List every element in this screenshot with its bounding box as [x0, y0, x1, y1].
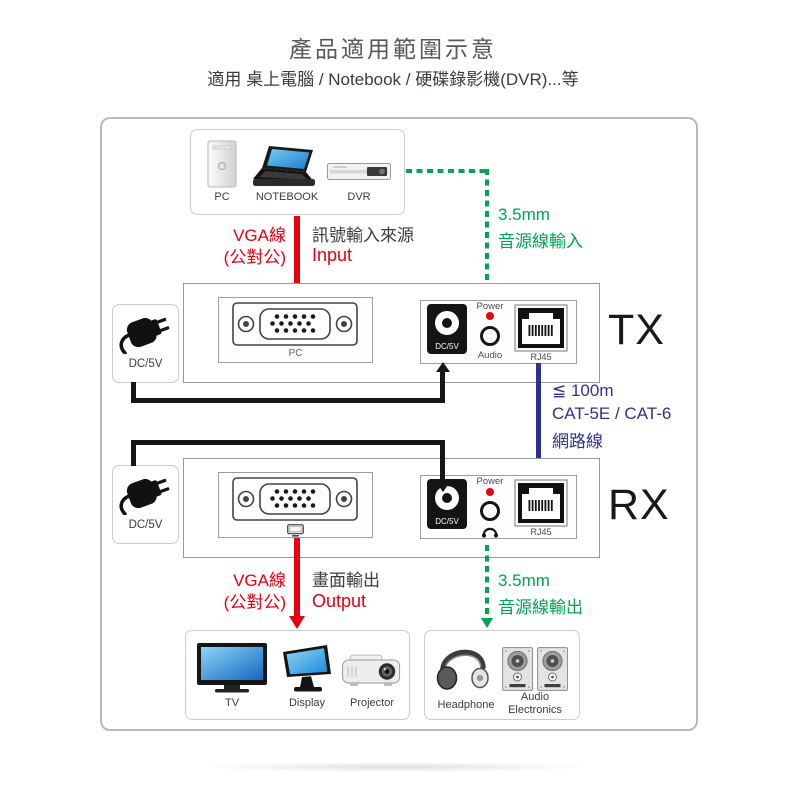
display-icon [283, 645, 331, 692]
diagram-frame [100, 117, 698, 731]
tv-label: TV [224, 697, 240, 709]
vga-connector-icon [232, 302, 358, 346]
tx-vga-port-label: PC [288, 348, 303, 359]
vga-output-arrow [289, 616, 305, 629]
notebook-icon [253, 146, 315, 186]
pc-label: PC [214, 191, 230, 203]
tx-power-cable-v1 [131, 382, 136, 403]
network-cat-label: CAT-5E / CAT-6 [552, 404, 672, 423]
tx-rj45-label: RJ45 [530, 352, 552, 362]
audio-electronics-label-2: Electronics [508, 704, 562, 716]
page-subtitle: 適用 桌上電腦 / Notebook / 硬碟錄影機(DVR)...等 [207, 70, 579, 89]
rx-adapter-label: DC/5V [128, 519, 163, 531]
tx-dc-jack-label: DC/5V [435, 342, 459, 351]
rx-label: RX [608, 481, 670, 529]
rx-dc-jack-label: DC/5V [435, 517, 459, 526]
rx-power-led [486, 488, 494, 496]
tx-power-adapter-box [112, 304, 179, 383]
tx-power-label: Power [476, 301, 504, 312]
tx-audio-jack [480, 326, 500, 346]
output-desc: 畫面輸出 [312, 571, 380, 590]
vga-cable-label-1: VGA線 [233, 226, 286, 245]
network-cable-line [536, 363, 541, 471]
vga-out-cable-label-1: VGA線 [233, 571, 286, 590]
input-desc: 訊號輸入來源 [312, 226, 414, 245]
audio-out-cable-vertical [485, 545, 489, 619]
dc-jack-hole [435, 311, 459, 335]
rx-power-cable-v2 [440, 440, 445, 484]
vga-out-cable-label-2: (公對公) [223, 593, 286, 612]
tx-power-cable-v2 [440, 372, 445, 403]
audio-out-label: 音源線輸出 [498, 598, 583, 617]
input-label: Input [312, 245, 353, 265]
rx-rj45-icon [514, 479, 568, 527]
rx-power-arrow [436, 482, 450, 492]
rx-rj45-label: RJ45 [530, 527, 552, 537]
network-cable-label: 網路線 [552, 432, 603, 451]
display-label: Display [288, 697, 326, 709]
headphone-label: Headphone [437, 699, 495, 711]
vga-connector-icon [232, 477, 358, 521]
rx-audio-jack [480, 501, 500, 521]
tv-icon [197, 643, 267, 693]
audio-out-size-label: 3.5mm [498, 571, 550, 590]
tx-adapter-label: DC/5V [128, 358, 163, 370]
monitor-mini-icon [287, 524, 304, 537]
tx-power-led [486, 312, 494, 320]
speakers-icon [502, 647, 568, 691]
notebook-label: NOTEBOOK [255, 191, 319, 203]
pc-icon [207, 140, 237, 188]
projector-label: Projector [349, 697, 395, 709]
rx-power-label: Power [476, 476, 504, 487]
page-title: 產品適用範圍示意 [289, 36, 497, 62]
headphone-icon [436, 649, 489, 690]
audio-in-label: 音源線輸入 [498, 232, 583, 251]
floor-shadow [123, 760, 667, 774]
audio-electronics-label-1: Audio [520, 691, 550, 703]
tx-dc-jack: DC/5V [427, 304, 467, 354]
dvr-icon [327, 163, 391, 180]
vga-input-line [294, 216, 300, 292]
tx-rj45-icon [514, 304, 568, 352]
network-length-label: ≦ 100m [552, 381, 614, 400]
vga-cable-label-2: (公對公) [223, 248, 286, 267]
rx-power-cable-h [131, 440, 445, 445]
rx-power-cable-v1 [131, 440, 136, 466]
projector-icon [342, 654, 401, 686]
tx-audio-label: Audio [477, 350, 503, 361]
rx-power-plug-icon [119, 478, 170, 515]
audio-in-cable-horizontal [406, 169, 489, 173]
tx-power-plug-icon [119, 317, 170, 354]
tx-power-arrow [436, 362, 450, 372]
tx-label: TX [608, 306, 665, 354]
vga-output-line [294, 538, 300, 618]
dvr-label: DVR [347, 191, 371, 203]
output-label: Output [312, 591, 367, 611]
audio-in-cable-vertical [485, 169, 489, 321]
tx-power-cable-h [131, 398, 445, 403]
headphone-mini-icon [481, 527, 499, 538]
audio-out-arrow [481, 618, 493, 628]
audio-in-size-label: 3.5mm [498, 205, 550, 224]
